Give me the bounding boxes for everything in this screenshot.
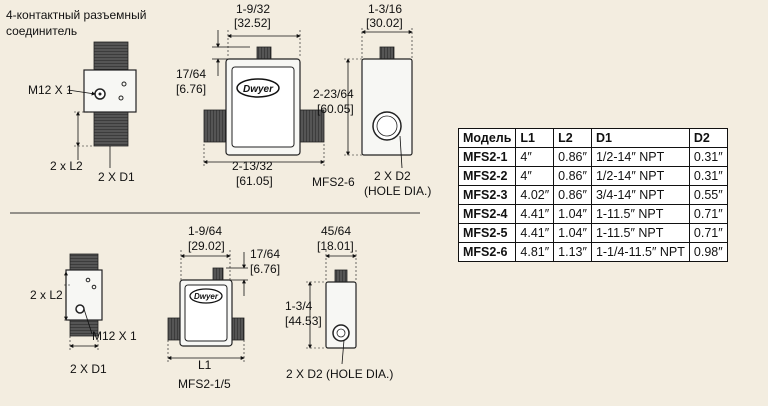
table-row: MFS2-4 4.41″ 1.04″ 1-11.5″ NPT 0.71″ [457,204,728,224]
col-model: Модель [457,128,517,148]
col-d1: D1 [590,128,690,148]
br-d2-label: 2 X D2 (HOLE DIA.) [286,367,393,381]
sensor-body [65,269,103,321]
cell-d1: 1-1/4-11.5″ NPT [590,242,690,262]
side-height-frac: 2-23/64 [313,87,354,101]
cell-d1: 1/2-14″ NPT [590,166,690,186]
cell-d1: 3/4-14″ NPT [590,185,690,205]
model-mfs2-1-5: MFS2-1/5 [178,377,231,391]
d1-label-bottom: 2 X D1 [70,362,107,376]
bm-width-mm: [29.02] [188,239,225,253]
col-l2: L2 [553,128,592,148]
lower-thread [93,109,129,147]
cell-l2: 0.86″ [553,185,592,205]
cell-l1: 4.41″ [515,223,555,243]
side-height-mm: [60.05] [317,102,354,116]
upper-thread [93,41,129,71]
sensor-body [83,69,137,113]
svg-text:Dwyer: Dwyer [243,84,274,95]
br-height-mm: [44.53] [285,314,322,328]
m12-label-bottom: M12 X 1 [92,329,137,343]
table-row: MFS2-5 4.41″ 1.04″ 1-11.5″ NPT 0.71″ [457,223,728,243]
cell-d2: 0.31″ [688,147,728,167]
cell-d1: 1/2-14″ NPT [590,147,690,167]
bm-width-frac: 1-9/64 [188,224,222,238]
m12-label: M12 X 1 [28,83,73,97]
d2-label: 2 X D2 [374,169,411,183]
cell-d1: 1-11.5″ NPT [590,204,690,224]
cell-model: MFS2-3 [457,185,517,205]
bm-conn-frac: 17/64 [250,247,280,261]
sensor-mfs2-6-front-view: 1-9/32 [32.52] 17/64 [6.76] Dwyer 2-13/3… [176,2,355,189]
l1-label: L1 [198,358,212,372]
length-frac: 2-13/32 [232,159,273,173]
cell-d2: 0.71″ [688,223,728,243]
cell-l1: 4″ [515,147,555,167]
width-frac: 1-9/32 [236,2,270,16]
col-l1: L1 [515,128,555,148]
cable-connector [256,46,272,60]
m12-connector-icon [75,304,85,314]
cell-l2: 1.04″ [553,204,592,224]
side-width-mm: [30.02] [366,16,403,30]
sensor-bottom-left-view: 2 x L2 M12 X 1 2 X D1 [30,253,137,376]
cell-model: MFS2-6 [457,242,517,262]
cell-l2: 0.86″ [553,147,592,167]
cell-l1: 4.41″ [515,204,555,224]
table-row: MFS2-2 4″ 0.86″ 1/2-14″ NPT 0.31″ [457,166,728,186]
cell-l1: 4.81″ [515,242,555,262]
table-row: MFS2-1 4″ 0.86″ 1/2-14″ NPT 0.31″ [457,147,728,167]
dwyer-logo [189,288,223,304]
br-width-mm: [18.01] [317,239,354,253]
br-height-frac: 1-3/4 [285,299,313,313]
cell-l2: 1.04″ [553,223,592,243]
cell-model: MFS2-2 [457,166,517,186]
side-width-frac: 1-3/16 [368,2,402,16]
hole-icon [332,324,350,342]
col-d2: D2 [688,128,728,148]
table-row: MFS2-6 4.81″ 1.13″ 1-1/4-11.5″ NPT 0.98″ [457,242,728,262]
cell-d2: 0.71″ [688,204,728,224]
d1-label: 2 X D1 [98,170,135,184]
l2-label: 2 x L2 [50,159,83,173]
cell-model: MFS2-1 [457,147,517,167]
sensor-mfs2-6-side-view: 1-3/16 [30.02] 2-23/64 [60.05] 2 X D2 (H… [313,2,431,198]
d2-hole-label: (HOLE DIA.) [364,184,431,198]
model-mfs2-6: MFS2-6 [312,175,355,189]
cell-l2: 0.86″ [553,166,592,186]
dimensions-table: Модель L1 L2 D1 D2 MFS2-1 4″ 0.86″ 1/2-1… [457,128,728,262]
table-header-row: Модель L1 L2 D1 D2 [457,128,728,148]
cell-d2: 0.31″ [688,166,728,186]
sensor-bottom-side-view: 45/64 [18.01] 1-3/4 [44.53] 2 X D2 (HOLE… [285,224,393,381]
sensor-mfs2-1-5-front-view: 1-9/64 [29.02] 17/64 [6.76] Dwyer L1 MFS… [167,224,280,391]
cell-model: MFS2-4 [457,204,517,224]
cell-l2: 1.13″ [553,242,592,262]
cell-l1: 4″ [515,166,555,186]
sensor-top-left-view: M12 X 1 2 x L2 2 X D1 [28,41,137,184]
cell-d2: 0.98″ [688,242,728,262]
l2-label-bottom: 2 x L2 [30,288,63,302]
cell-d1: 1-11.5″ NPT [590,223,690,243]
dwyer-logo [236,78,280,98]
conn-mm: [6.76] [176,82,206,96]
cell-l1: 4.02″ [515,185,555,205]
br-width-frac: 45/64 [321,224,351,238]
length-mm: [61.05] [236,174,273,188]
width-mm: [32.52] [234,16,271,30]
cell-model: MFS2-5 [457,223,517,243]
svg-text:Dwyer: Dwyer [194,292,219,301]
caption-line-1: 4-контактный разъемный [6,8,146,22]
bm-conn-mm: [6.76] [250,262,280,276]
conn-frac: 17/64 [176,67,206,81]
table-row: MFS2-3 4.02″ 0.86″ 3/4-14″ NPT 0.55″ [457,185,728,205]
cell-d2: 0.55″ [688,185,728,205]
caption-line-2: соединитель [6,24,77,38]
